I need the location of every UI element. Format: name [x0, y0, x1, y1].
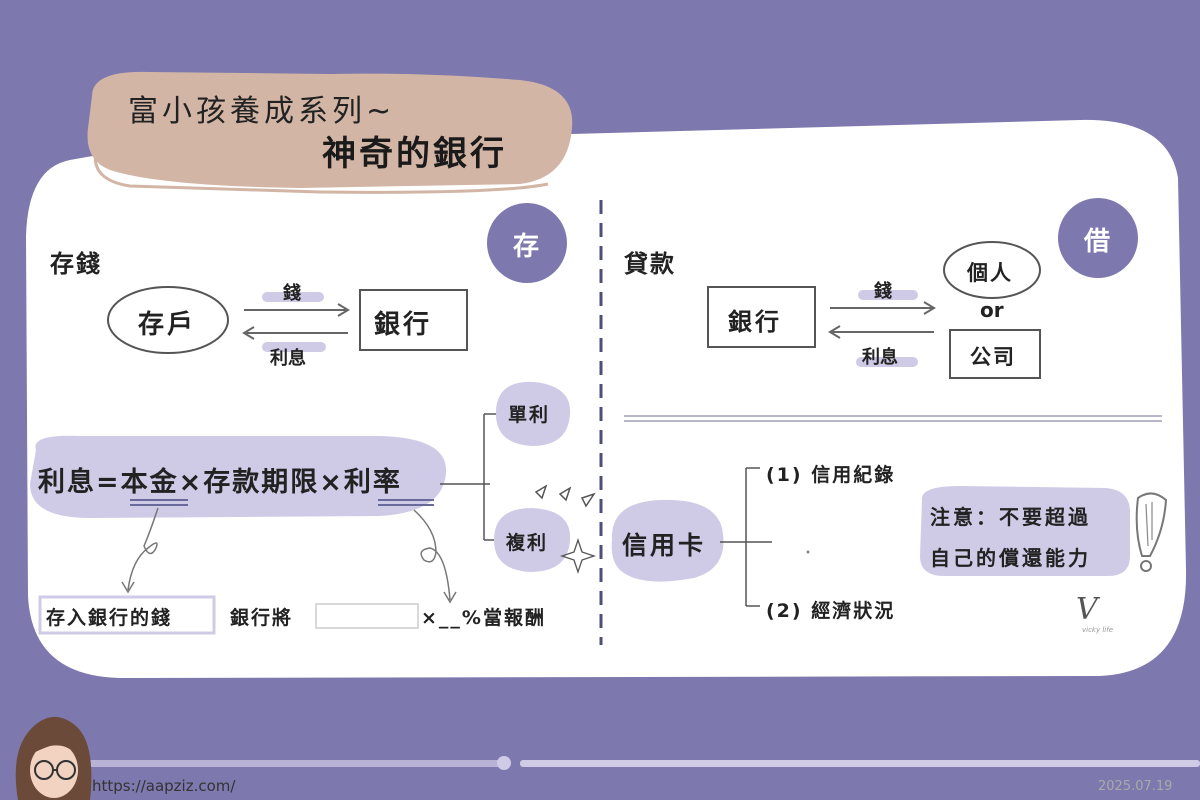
principal-note-box	[38, 595, 216, 635]
warning-note-bg	[920, 486, 1130, 576]
footer-bar-right	[520, 760, 1200, 767]
badge-loan-bg	[1058, 198, 1138, 278]
company-label: 公司	[970, 345, 1016, 369]
arrow-to-rate	[413, 509, 451, 601]
rate-note-suffix: ×__%當報酬	[421, 607, 546, 629]
footer-url[interactable]: https://aapziz.com/	[92, 777, 236, 795]
logo-script: vicky life	[1082, 626, 1114, 634]
saving-arrow-bottom-label: 利息	[270, 348, 306, 369]
simple-interest-bg	[495, 381, 571, 446]
saving-heading: 存錢	[50, 250, 102, 278]
footer-bottom-strip	[0, 772, 1200, 800]
title-line-1: 富小孩養成系列~	[128, 94, 396, 129]
title-line-2: 神奇的銀行	[322, 134, 507, 174]
principal-note: 存入銀行的錢	[46, 607, 173, 629]
footer-date: 2025.07.19	[1098, 779, 1173, 794]
loan-arrow-bottom-label: 利息	[862, 347, 898, 368]
bank-node	[359, 289, 468, 351]
avatar	[15, 716, 92, 800]
company-node	[949, 329, 1041, 379]
simple-interest-label: 單利	[508, 404, 551, 426]
person-node	[943, 241, 1041, 299]
depositor-label: 存戶	[138, 310, 197, 340]
bank-label: 銀行	[374, 310, 433, 340]
warning-line-2: 自己的償還能力	[930, 546, 1091, 570]
loan-arrow-top-label: 錢	[874, 281, 892, 302]
loan-bank-node	[707, 286, 816, 348]
compound-interest-label: 複利	[506, 532, 549, 554]
formula-highlight	[30, 435, 447, 518]
blank-box	[315, 603, 419, 629]
footer-progress-knob	[497, 756, 511, 770]
loan-bank-label: 銀行	[728, 308, 782, 336]
credit-item-economy: (2) 經濟狀況	[766, 600, 896, 622]
arrow-to-principal	[127, 507, 159, 591]
interest-formula: 利息=本金×存款期限×利率	[38, 467, 402, 498]
rate-note-prefix: 銀行將	[230, 607, 294, 629]
saving-badge: 存	[513, 232, 540, 262]
exclamation-icon	[1135, 492, 1168, 557]
loan-heading: 貸款	[624, 250, 676, 278]
white-card	[26, 119, 1187, 678]
credit-item-record: (1) 信用紀錄	[766, 464, 896, 486]
warning-line-1: 注意：不要超過	[930, 505, 1091, 529]
title-tag-shadow	[93, 149, 549, 194]
person-label: 個人	[967, 261, 1013, 285]
loan-badge: 借	[1084, 227, 1111, 257]
compound-interest-bg	[494, 508, 571, 572]
credit-card-label: 信用卡	[622, 531, 707, 560]
title-tag	[87, 71, 573, 188]
logo-letter: V	[1076, 592, 1098, 627]
saving-arrow-top-label: 錢	[283, 283, 301, 304]
footer-progress-track	[88, 760, 500, 767]
badge-saving-bg	[487, 203, 567, 283]
depositor-node	[107, 286, 229, 354]
or-label: or	[980, 298, 1004, 322]
credit-card-bg	[611, 499, 724, 582]
